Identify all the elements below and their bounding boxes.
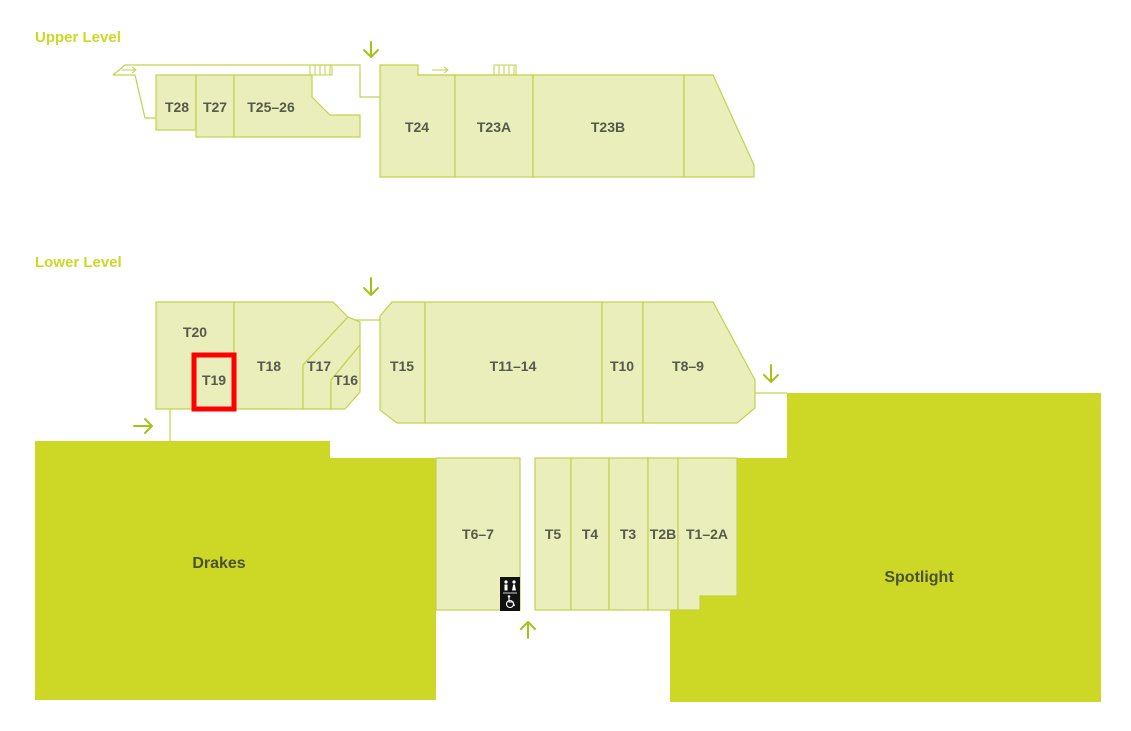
unit-t8-9[interactable]: [642, 301, 756, 424]
anchor-label-spotlight: Spotlight: [884, 569, 954, 586]
unit-label-t15: T15: [390, 358, 414, 374]
unit-t23a[interactable]: [454, 74, 534, 178]
unit-label-t18: T18: [257, 358, 281, 374]
unit-label-t8-9: T8–9: [672, 358, 704, 374]
unit-label-t23b: T23B: [591, 119, 625, 135]
unit-label-t19: T19: [202, 372, 226, 388]
anchor-spotlight[interactable]: [670, 393, 1101, 702]
unit-label-t16: T16: [334, 372, 358, 388]
unit-label-t23a: T23A: [477, 119, 511, 135]
unit-t4[interactable]: [570, 457, 610, 611]
unit-label-t11-14: T11–14: [490, 358, 537, 374]
unit-label-t6-7: T6–7: [462, 526, 494, 542]
anchor-label-drakes: Drakes: [192, 555, 245, 572]
unit-t5[interactable]: [534, 457, 572, 611]
lower-level-title: Lower Level: [35, 254, 122, 271]
unit-t23b[interactable]: [532, 74, 685, 178]
unit-t11-14[interactable]: [424, 301, 603, 424]
anchor-drakes[interactable]: [35, 441, 436, 700]
unit-label-t27: T27: [203, 99, 227, 115]
upper-level-title: Upper Level: [35, 29, 121, 46]
right-arrow-icon: [133, 418, 153, 434]
unit-t10[interactable]: [601, 301, 644, 424]
unit-label-t1-2a: T1–2A: [686, 526, 728, 542]
unit-label-t3: T3: [620, 526, 637, 542]
down-arrow-icon: [763, 364, 779, 383]
unit-label-t4: T4: [582, 526, 599, 542]
highlighted-unit-t19[interactable]: [191, 352, 237, 412]
unit-t2b[interactable]: [647, 457, 679, 611]
unit-label-t10: T10: [610, 358, 634, 374]
lower-level-plan: T20 T19 T18 T17 T16 T15 T11–14 T10 T8–9 …: [35, 277, 1101, 702]
unit-upper-corner[interactable]: [683, 74, 755, 178]
unit-t27[interactable]: [195, 74, 235, 138]
unit-label-t17: T17: [307, 358, 331, 374]
unit-label-t24: T24: [405, 119, 429, 135]
restroom-accessible-icon: [500, 577, 520, 611]
upper-ramp-outline: [113, 74, 156, 119]
walkway-arrow-icon: [122, 66, 137, 74]
down-arrow-icon: [363, 41, 379, 58]
unit-label-t2b: T2B: [650, 526, 676, 542]
unit-t16[interactable]: [330, 343, 361, 410]
unit-label-t28: T28: [165, 99, 189, 115]
unit-label-t25-26: T25–26: [247, 99, 295, 115]
unit-t25-26[interactable]: [233, 74, 361, 138]
unit-t1-2a[interactable]: [677, 457, 738, 611]
down-arrow-icon: [363, 277, 379, 296]
upper-walkway-outline: [112, 64, 380, 98]
unit-label-t20: T20: [183, 324, 207, 340]
walkway-arrow-icon: [432, 66, 449, 74]
unit-label-t5: T5: [545, 526, 562, 542]
upper-level-plan: T28 T27 T25–26 T24 T23A T23B: [112, 41, 755, 178]
up-arrow-icon: [520, 621, 536, 639]
unit-t28[interactable]: [155, 74, 197, 131]
unit-t3[interactable]: [608, 457, 649, 611]
